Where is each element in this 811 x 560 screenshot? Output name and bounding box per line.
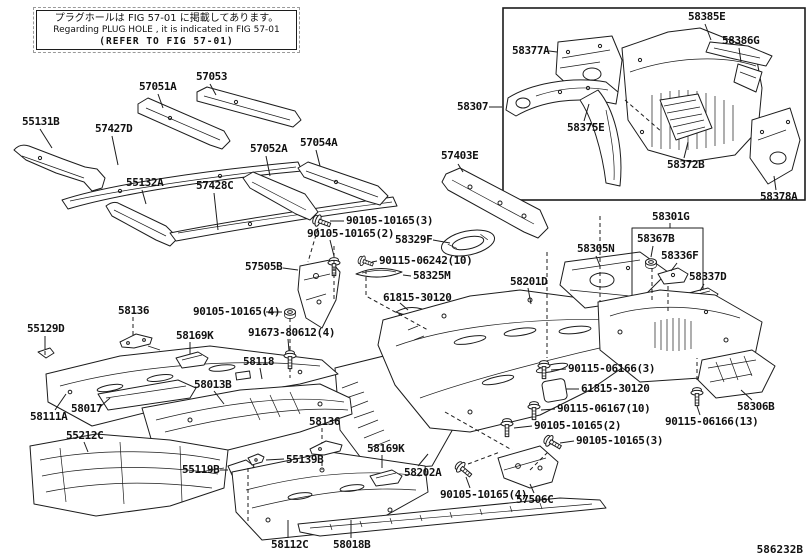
note-line-ref: (REFER TO FIG 57-01) — [99, 36, 234, 47]
part-58385E — [705, 41, 773, 67]
part-label-57403E: 57403E — [441, 149, 479, 162]
part-label-57428C: 57428C — [196, 179, 234, 192]
part-label-57053: 57053 — [196, 70, 228, 83]
bolt-90115-06166-13 — [690, 387, 704, 407]
leader-lines — [39, 23, 777, 538]
note-line-en: Regarding PLUG HOLE , it is indicated in… — [53, 25, 280, 35]
part-label-58136: 58136 — [309, 415, 341, 428]
bolt-90115-06242 — [356, 254, 376, 270]
part-58372B — [659, 93, 713, 141]
part-label-58367B: 58367B — [637, 232, 675, 245]
part-label-55119B: 55119B — [182, 463, 220, 476]
part-label-58118: 58118 — [243, 355, 275, 368]
part-label-58111A: 58111A — [30, 410, 68, 423]
part-58017 — [97, 379, 197, 411]
part-label-90115-06166(13): 90115-06166(13) — [665, 415, 759, 428]
part-58306B — [697, 349, 776, 399]
part-57052A — [242, 171, 319, 221]
part-label-90105-10165(3): 90105-10165(3) — [346, 214, 434, 227]
part-55129D — [37, 345, 161, 359]
part-55212C — [29, 433, 229, 517]
part-label-58201D: 58201D — [510, 275, 548, 288]
part-label-57506C: 57506C — [516, 493, 554, 506]
part-58378A — [749, 107, 801, 185]
part-label-55139B: 55139B — [286, 453, 324, 466]
part-rear-rail — [505, 79, 622, 187]
part-57403E — [441, 167, 549, 239]
part-label-90115-06167(10): 90115-06167(10) — [557, 402, 651, 415]
part-label-55129D: 55129D — [27, 322, 65, 335]
part-58018B — [297, 497, 607, 537]
part-label-58017: 58017 — [71, 402, 103, 415]
part-61815-30120-right — [541, 378, 568, 403]
part-label-58329F: 58329F — [395, 233, 433, 246]
part-label-90105-10165(4): 90105-10165(4) — [440, 488, 528, 501]
part-57505B — [297, 259, 341, 329]
part-55131B — [13, 144, 106, 192]
part-label-55212C: 55212C — [66, 429, 104, 442]
part-label-57051A: 57051A — [139, 80, 177, 93]
part-57053 — [196, 86, 302, 128]
part-label-55131B: 55131B — [22, 115, 60, 128]
part-label-58136: 58136 — [118, 304, 150, 317]
part-55132A — [105, 201, 179, 247]
part-label-91673-80612(4): 91673-80612(4) — [248, 326, 336, 339]
figure-number: 586232B — [756, 543, 803, 556]
part-label-58306B: 58306B — [737, 400, 775, 413]
note-line-jp: プラグホールは FIG 57-01 に掲載してあります。 — [54, 13, 279, 24]
group-bracket-58301G — [631, 227, 704, 323]
part-label-61815-30120: 61815-30120 — [581, 382, 650, 395]
part-57051A — [137, 97, 231, 150]
part-label-58375E: 58375E — [567, 121, 605, 134]
part-label-58169K: 58169K — [176, 329, 214, 342]
part-label-58018B: 58018B — [333, 538, 371, 551]
part-57054A — [297, 161, 389, 206]
part-label-58305N: 58305N — [577, 242, 615, 255]
part-label-58202A: 58202A — [404, 466, 442, 479]
part-label-90105-10165(2): 90105-10165(2) — [534, 419, 622, 432]
part-58336F — [657, 267, 689, 285]
part-label-57505B: 57505B — [245, 260, 283, 273]
dashed-lines — [44, 216, 698, 524]
part-label-58169K: 58169K — [367, 442, 405, 455]
part-label-58337D: 58337D — [689, 270, 727, 283]
part-label-58372B: 58372B — [667, 158, 705, 171]
part-label-58377A: 58377A — [512, 44, 550, 57]
part-label-90105-10165(3): 90105-10165(3) — [576, 434, 664, 447]
nut-90105-10165-4-left — [284, 308, 296, 320]
part-58169K-bottom — [369, 469, 403, 487]
part-label-57427D: 57427D — [95, 122, 133, 135]
part-label-58013B: 58013B — [194, 378, 232, 391]
part-55139B — [247, 453, 265, 466]
inset-box-58307 — [502, 7, 806, 201]
part-label-58112C: 58112C — [271, 538, 309, 551]
part-label-90105-10165(4): 90105-10165(4) — [193, 305, 281, 318]
part-label-90115-06166(3): 90115-06166(3) — [568, 362, 656, 375]
part-57506C — [497, 445, 559, 489]
part-label-58386G: 58386G — [722, 34, 760, 47]
part-label-57052A: 57052A — [250, 142, 288, 155]
part-label-61815-30120: 61815-30120 — [383, 291, 452, 304]
part-58386G — [733, 63, 763, 93]
part-58325M — [355, 268, 403, 278]
part-label-58336F: 58336F — [661, 249, 699, 262]
part-57428C — [169, 196, 398, 242]
plug-hole-note-box: プラグホールは FIG 57-01 に掲載してあります。 Regarding P… — [33, 7, 300, 53]
part-label-58301G: 58301G — [652, 210, 690, 223]
part-label-55132A: 55132A — [126, 176, 164, 189]
part-label-90115-06242(10): 90115-06242(10) — [379, 254, 473, 267]
part-label-57054A: 57054A — [300, 136, 338, 149]
bolt-90105-10165-2-right — [500, 418, 514, 438]
part-58136-bottom — [309, 440, 343, 456]
part-label-58378A: 58378A — [760, 190, 798, 203]
part-label-58307: 58307 — [457, 100, 489, 113]
part-58169K-top — [175, 351, 209, 369]
part-label-90105-10165(2): 90105-10165(2) — [307, 227, 395, 240]
part-label-58325M: 58325M — [413, 269, 451, 282]
part-label-58385E: 58385E — [688, 10, 726, 23]
part-58329F — [440, 229, 496, 257]
part-58136-top — [119, 333, 153, 349]
